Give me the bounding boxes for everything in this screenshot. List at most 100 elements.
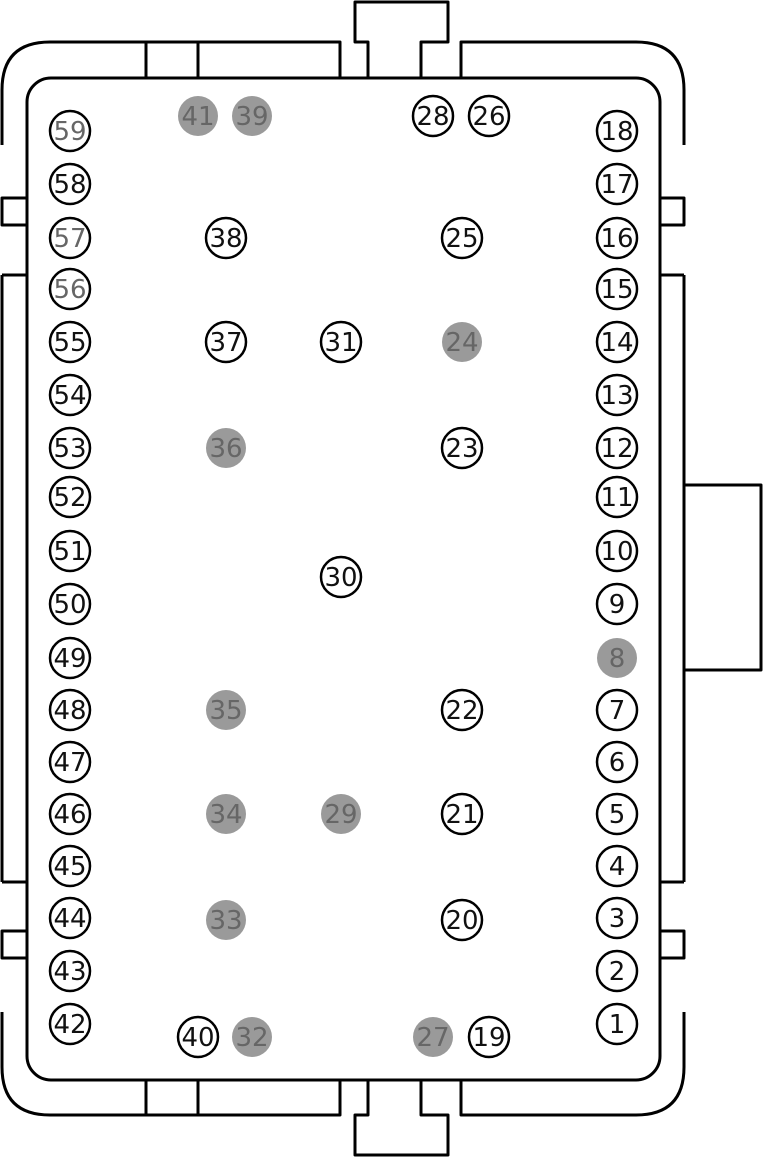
pin-20-label: 20	[445, 906, 478, 936]
pin-39-label: 39	[235, 102, 268, 132]
pin-47: 47	[48, 740, 92, 784]
pin-23: 23	[440, 426, 484, 470]
pin-5: 5	[595, 792, 639, 836]
pin-36-label: 36	[209, 434, 242, 464]
pin-20-marker	[440, 898, 484, 942]
housing-bottom-right-corner	[459, 1012, 686, 1117]
pin-40-marker	[176, 1015, 220, 1059]
pin-17: 17	[595, 162, 639, 206]
pin-14-label: 14	[600, 328, 633, 358]
right-side-key	[684, 483, 763, 672]
pin-1: 1	[595, 1002, 639, 1046]
pin-31-marker	[319, 320, 363, 364]
pin-55-label: 55	[53, 328, 86, 358]
pin-55: 55	[48, 320, 92, 364]
pin-33-label: 33	[209, 906, 242, 936]
pin-56-label: 56	[53, 275, 86, 305]
pin-3-marker	[595, 896, 639, 940]
pin-11-marker	[595, 475, 639, 519]
pin-33: 33	[206, 900, 246, 940]
pin-13: 13	[595, 373, 639, 417]
pin-40-label: 40	[181, 1023, 214, 1053]
pin-27: 27	[413, 1017, 453, 1057]
pin-50-marker	[48, 582, 92, 626]
pin-44-marker	[48, 896, 92, 940]
pin-35-label: 35	[209, 696, 242, 726]
pin-29: 29	[321, 794, 361, 834]
pin-58-label: 58	[53, 170, 86, 200]
pin-48: 48	[48, 688, 92, 732]
pin-10-label: 10	[600, 537, 633, 567]
pin-51: 51	[48, 529, 92, 573]
pin-57-label: 57	[53, 224, 86, 254]
pin-43: 43	[48, 949, 92, 993]
pin-12: 12	[595, 426, 639, 470]
pin-19: 19	[467, 1015, 511, 1059]
pin-55-marker	[48, 320, 92, 364]
pin-10-marker	[595, 529, 639, 573]
pin-6-label: 6	[609, 748, 626, 778]
pin-20: 20	[440, 898, 484, 942]
pin-50: 50	[48, 582, 92, 626]
pin-3-label: 3	[609, 904, 626, 934]
pin-22-label: 22	[445, 696, 478, 726]
pin-42-label: 42	[53, 1010, 86, 1040]
pin-48-marker	[48, 688, 92, 732]
pin-24: 24	[442, 322, 482, 362]
pin-59-marker	[48, 109, 92, 153]
pin-38-label: 38	[209, 224, 242, 254]
housing-bottom-left-corner	[0, 1012, 342, 1117]
left-lower-tab	[0, 929, 26, 960]
pin-18: 18	[595, 109, 639, 153]
pin-39-marker	[232, 96, 272, 136]
pin-42-marker	[48, 1002, 92, 1046]
pin-37: 37	[204, 320, 248, 364]
pin-35-marker	[206, 690, 246, 730]
pin-6: 6	[595, 740, 639, 784]
pin-51-label: 51	[53, 537, 86, 567]
pin-57-marker	[48, 216, 92, 260]
pin-54-marker	[48, 373, 92, 417]
pin-24-label: 24	[445, 328, 478, 358]
pin-17-label: 17	[600, 170, 633, 200]
pin-39: 39	[232, 96, 272, 136]
pin-12-label: 12	[600, 434, 633, 464]
left-rail	[0, 273, 26, 884]
pin-58-marker	[48, 162, 92, 206]
pin-29-label: 29	[324, 800, 357, 830]
pin-44: 44	[48, 896, 92, 940]
pin-15: 15	[595, 267, 639, 311]
pin-43-marker	[48, 949, 92, 993]
pin-45: 45	[48, 844, 92, 888]
pin-53-label: 53	[53, 434, 86, 464]
pin-19-label: 19	[472, 1023, 505, 1053]
housing-top-left-rib	[144, 42, 200, 78]
pin-34-marker	[206, 794, 246, 834]
pin-30-marker	[319, 555, 363, 599]
pin-54-label: 54	[53, 381, 86, 411]
pin-16: 16	[595, 216, 639, 260]
pin-14-marker	[595, 320, 639, 364]
pin-29-marker	[321, 794, 361, 834]
pin-26-label: 26	[472, 102, 505, 132]
pin-7: 7	[595, 688, 639, 732]
pin-54: 54	[48, 373, 92, 417]
pin-46-marker	[48, 792, 92, 836]
housing-bottom-left-rib	[144, 1080, 200, 1115]
pin-45-label: 45	[53, 852, 86, 882]
pin-32-label: 32	[235, 1023, 268, 1053]
pin-11-label: 11	[600, 483, 633, 513]
pin-28-marker	[411, 94, 455, 138]
pin-46-label: 46	[53, 800, 86, 830]
pin-17-marker	[595, 162, 639, 206]
pin-9-label: 9	[609, 590, 626, 620]
pin-28: 28	[411, 94, 455, 138]
pin-13-label: 13	[600, 381, 633, 411]
pin-3: 3	[595, 896, 639, 940]
pin-57: 57	[48, 216, 92, 260]
pin-23-marker	[440, 426, 484, 470]
pin-51-marker	[48, 529, 92, 573]
pin-9: 9	[595, 582, 639, 626]
pin-2-label: 2	[609, 957, 626, 987]
right-lower-tab	[660, 929, 686, 960]
